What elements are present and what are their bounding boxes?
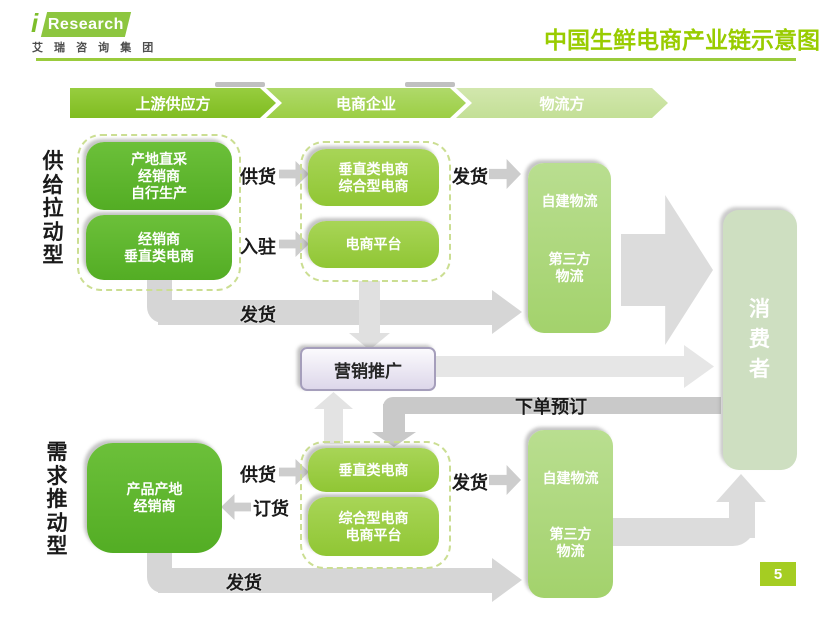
logistics-to-consumer-arrow-icon [621, 195, 713, 345]
supply-logistics-line2: 第三方 物流 [548, 251, 591, 284]
marketing-box: 营销推广 [300, 347, 436, 391]
ribbon-shadow-1 [215, 82, 265, 87]
demand-ecommerce-group [300, 441, 451, 569]
demand-order-label: 订货 [253, 499, 289, 519]
supply-ec-box: 垂直类电商 综合型电商 [308, 149, 439, 206]
supply-goods-label: 供货 [240, 167, 276, 187]
consumer-box: 消 费 者 [723, 210, 797, 470]
logo-company-name: 艾 瑞 咨 询 集 团 [32, 42, 158, 54]
demand-logistics-line2: 第三方 物流 [549, 526, 592, 559]
supply-logistics-line1: 自建物流 [541, 193, 598, 209]
demand-logistics-box: 自建物流 第三方 物流 [528, 430, 613, 598]
demand-elbow-bar [158, 568, 494, 593]
demand-supply-label: 供货 [240, 465, 276, 485]
demand-ec-box: 垂直类电商 [308, 448, 439, 492]
demand-order-arrow-icon [221, 494, 251, 520]
demand-side-label: 需 求 推 动 型 [46, 441, 68, 558]
order-elbow-shaft [383, 404, 405, 436]
header-divider [36, 58, 796, 61]
supply-upstream-group [77, 134, 241, 291]
supply-reseller-box: 经销商 垂直类电商 [86, 215, 232, 280]
ribbon-segment-logistics: 物流方 [456, 88, 668, 118]
demand-ship-label: 发货 [452, 473, 488, 493]
enter-platform-label: 入驻 [240, 237, 276, 257]
platform-to-marketing-shaft [359, 281, 380, 335]
supply-elbow-head-icon [492, 290, 522, 334]
marketing-to-consumer-shaft [433, 356, 686, 377]
iresearch-logo-icon: i [31, 8, 39, 38]
supply-ship-arrow-icon [489, 159, 521, 189]
iresearch-logo: Research [40, 12, 132, 37]
supply-logistics-box: 自建物流 第三方 物流 [528, 163, 611, 333]
order-elbow-bar [383, 397, 721, 414]
page-number-badge: 5 [760, 562, 796, 586]
supply-ecommerce-group [300, 141, 451, 282]
page-title: 中国生鲜电商产业链示意图 [544, 27, 820, 53]
demand-elbow-head-icon [492, 558, 522, 602]
demand-logistics-elbow-head-icon [716, 474, 766, 502]
supply-ship-label: 发货 [452, 167, 488, 187]
supply-elbow-bar [158, 300, 494, 325]
order-arrow-label: 下单预订 [515, 397, 587, 417]
ribbon-segment-upstream: 上游供应方 [70, 88, 276, 118]
demand-logistics-elbow-shaft [729, 498, 755, 538]
group-to-marketing-shaft [324, 408, 343, 444]
supply-side-label: 供 给 拉 动 型 [42, 150, 64, 267]
logo-text: Research [47, 15, 125, 33]
demand-producer-box: 产品产地 经销商 [87, 443, 222, 553]
demand-elbow-ship-label: 发货 [226, 573, 262, 593]
supply-platform-box: 电商平台 [308, 221, 439, 268]
demand-ship-arrow-icon [489, 465, 521, 495]
supply-source-box: 产地直采 经销商 自行生产 [86, 142, 232, 210]
demand-logistics-line1: 自建物流 [542, 470, 599, 486]
ribbon-segment-ecommerce: 电商企业 [266, 88, 466, 118]
consumer-label: 消 费 者 [749, 298, 771, 381]
demand-platform-box: 综合型电商 电商平台 [308, 497, 439, 556]
ribbon-shadow-2 [405, 82, 455, 87]
supply-elbow-ship-label: 发货 [240, 305, 276, 325]
group-to-marketing-head-icon [314, 392, 353, 409]
marketing-to-consumer-head-icon [684, 345, 714, 388]
